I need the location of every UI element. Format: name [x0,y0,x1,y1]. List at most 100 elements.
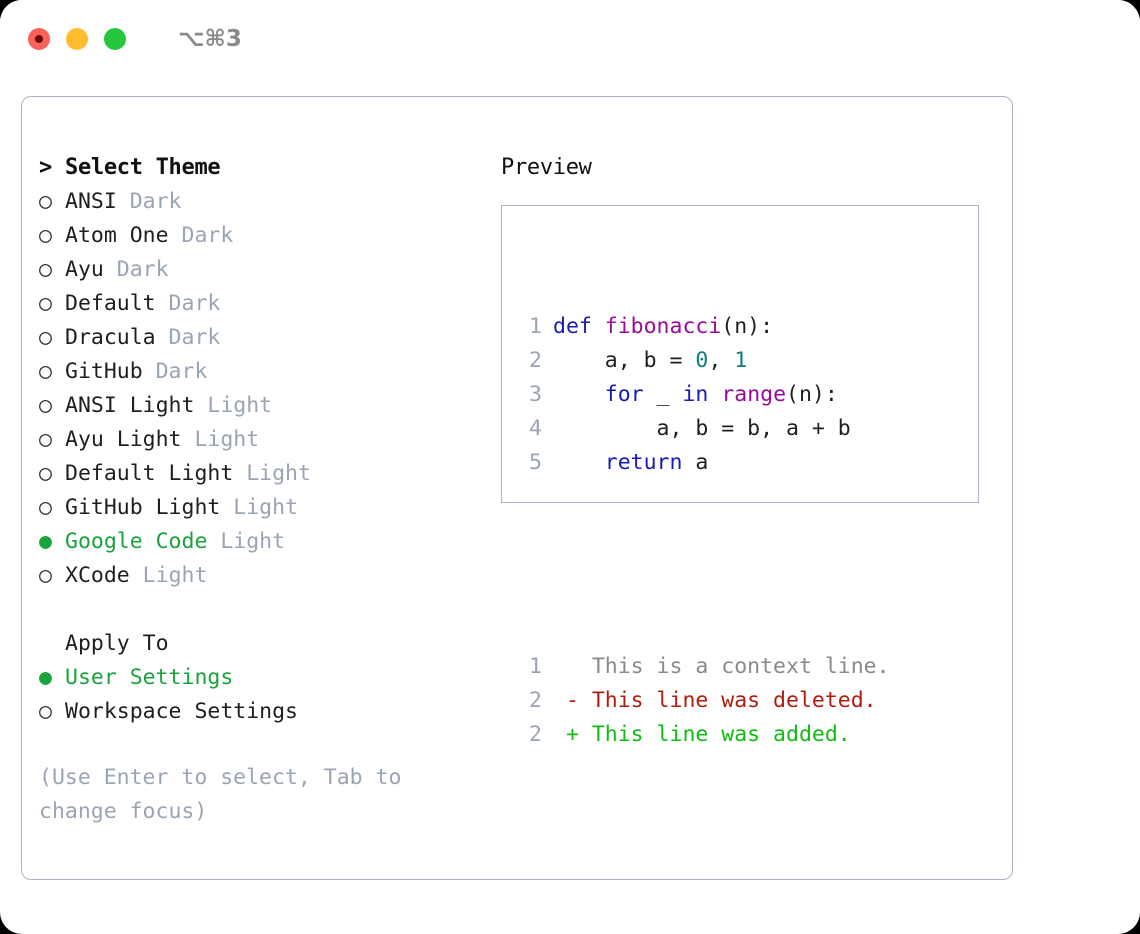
theme-option-ansi[interactable]: ○ ANSI Dark [39,185,489,219]
code-token [708,382,721,407]
theme-kind-badge: Dark [155,325,221,350]
code-token [553,450,605,475]
code-token: in [682,382,709,407]
theme-kind-badge: Light [207,529,286,554]
line-number: 3 [529,382,542,407]
theme-option-label: Atom One [65,223,169,248]
theme-option-label: Ayu Light [65,427,182,452]
theme-option-xcode[interactable]: ○XCode Light [39,559,489,593]
theme-option-default[interactable]: ○Default Dark [39,287,489,321]
close-icon [35,35,43,43]
theme-option-label: Default [65,291,156,316]
theme-kind-badge: Dark [168,223,234,248]
apply-to-list: ● User Settings ○Workspace Settings [39,661,489,729]
code-diff-spacer [512,548,890,582]
preview-heading: Preview [501,155,592,180]
theme-kind-badge: Dark [103,257,169,282]
list-spacer [39,593,489,627]
diff-line-text: - This line was deleted. [553,688,877,713]
code-token: 0 [695,348,709,373]
close-window-button[interactable] [28,28,50,50]
theme-option-ansi-light[interactable]: ○ ANSI Light Light [39,389,489,423]
diff-line-del: 2 - This line was deleted. [512,684,890,718]
line-number: 5 [529,450,542,475]
code-token: return [604,450,683,475]
page-title: Select Theme [65,155,221,180]
code-token: a [682,450,709,475]
radio-unselected-icon: ○ [39,427,52,452]
theme-option-github[interactable]: ○ GitHub Dark [39,355,489,389]
radio-unselected-icon: ○ [39,257,52,282]
theme-option-label: GitHub [65,359,143,384]
code-token: a, b = b, a + b [553,416,851,441]
theme-kind-badge: Light [181,427,260,452]
apply-to-option-label: User Settings [65,665,234,690]
radio-selected-icon: ● [39,665,52,690]
theme-option-label: Dracula [65,325,156,350]
radio-unselected-icon: ○ [39,325,52,350]
code-line: 3 for _ in range(n): [512,378,890,412]
theme-option-atom-one[interactable]: ○ Atom One Dark [39,219,489,253]
code-token [553,382,605,407]
code-line: 4 a, b = b, a + b [512,412,890,446]
theme-option-label: Google Code [65,529,208,554]
maximize-window-button[interactable] [104,28,126,50]
apply-to-option-workspace-settings[interactable]: ○Workspace Settings [39,695,489,729]
radio-unselected-icon: ○ [39,359,52,384]
theme-option-label: Ayu [65,257,104,282]
diff-line-ctx: 1 This is a context line. [512,650,890,684]
theme-option-dracula[interactable]: ○ Dracula Dark [39,321,489,355]
theme-kind-badge: Light [129,563,208,588]
theme-selector-column: >Select Theme ○ANSI Dark○Atom One Dark○A… [39,151,489,729]
radio-unselected-icon: ○ [39,223,52,248]
radio-unselected-icon: ○ [39,461,52,486]
title-bar: ⌥⌘3 [0,0,1140,78]
theme-kind-badge: Light [194,393,273,418]
theme-option-label: ANSI Light [65,393,195,418]
traffic-light-group [28,28,126,50]
code-line: 5 return a [512,446,890,480]
theme-option-github-light[interactable]: ○GitHub Light Light [39,491,489,525]
code-token: (n): [721,314,774,339]
theme-list: ○ANSI Dark○Atom One Dark○Ayu Dark○Defaul… [39,185,489,593]
code-token: , [708,348,735,373]
theme-option-default-light[interactable]: ○ Default Light Light [39,457,489,491]
diff-line-add: 2 + This line was added. [512,718,890,752]
theme-kind-badge: Dark [142,359,208,384]
theme-option-label: ANSI [65,189,117,214]
code-token: (n): [786,382,838,407]
line-number: 1 [529,654,542,679]
theme-option-ayu[interactable]: ○ Ayu Dark [39,253,489,287]
theme-option-google-code[interactable]: ●Google Code Light [39,525,489,559]
line-number: 2 [529,722,542,747]
line-number: 1 [529,314,542,339]
apply-to-heading: Apply To [65,631,169,656]
line-number: 2 [529,348,542,373]
radio-unselected-icon: ○ [39,563,52,588]
apply-to-option-label: Workspace Settings [65,699,298,724]
diff-line-text: This is a context line. [553,654,890,679]
content-panel: >Select Theme ○ANSI Dark○Atom One Dark○A… [21,96,1013,880]
radio-unselected-icon: ○ [39,495,52,520]
theme-kind-badge: Light [220,495,299,520]
apply-to-option-user-settings[interactable]: ● User Settings [39,661,489,695]
line-number: 4 [529,416,542,441]
code-token: a, b = [553,348,696,373]
code-token: _ [643,382,683,407]
theme-option-ayu-light[interactable]: ○ Ayu Light Light [39,423,489,457]
code-token: range [721,382,787,407]
keyboard-shortcut-label: ⌥⌘3 [178,26,242,52]
theme-kind-badge: Dark [116,189,182,214]
theme-kind-badge: Light [233,461,311,486]
line-number: 2 [529,688,542,713]
theme-option-label: Default Light [65,461,234,486]
radio-unselected-icon: ○ [39,189,52,214]
minimize-window-button[interactable] [66,28,88,50]
radio-unselected-icon: ○ [39,393,52,418]
code-token: 1 [734,348,748,373]
